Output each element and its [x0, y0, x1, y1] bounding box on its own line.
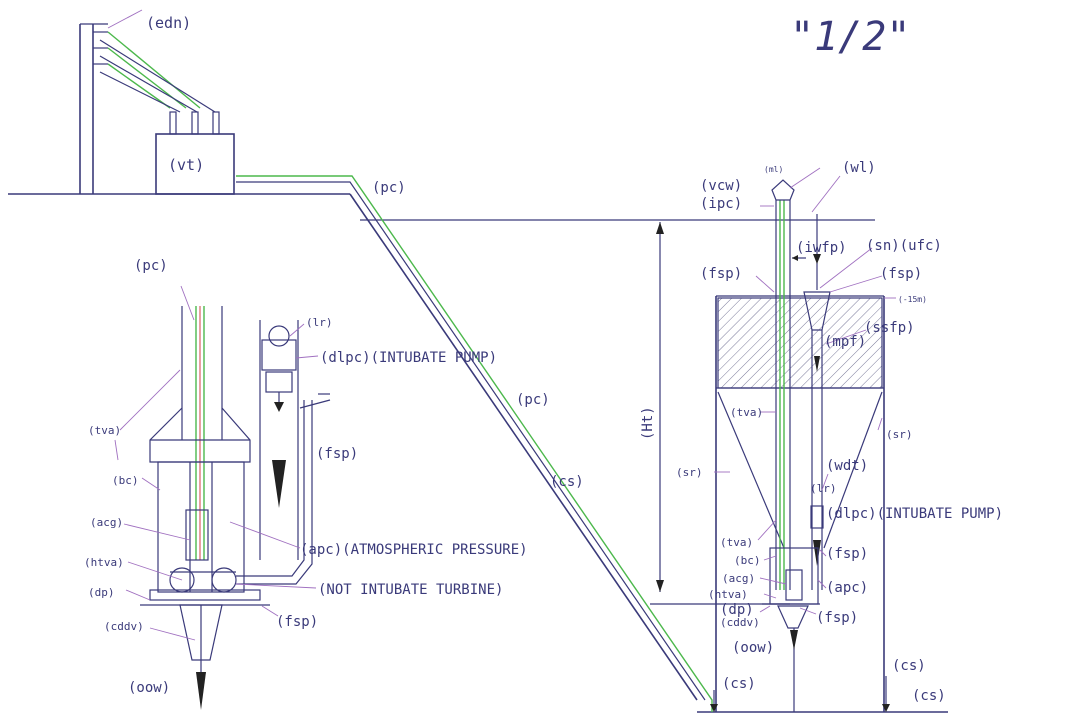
label-dp-left: (dp) — [88, 586, 115, 599]
label-cs-r1: (cs) — [722, 676, 756, 692]
label-ml: (ml) — [764, 165, 783, 174]
label-pc-left: (pc) — [134, 258, 168, 274]
label-lr-right: (lr) — [810, 482, 837, 495]
label-edn: (edn) — [146, 14, 191, 32]
label-cddv-left: (cddv) — [104, 620, 144, 633]
label-vcw: (vcw) — [700, 178, 742, 194]
label-mpf: (mpf) — [824, 334, 866, 350]
label-ssfp: (ssfp) — [864, 320, 915, 336]
label-sn-ufc: (sn)(ufc) — [866, 238, 942, 254]
label-bc-r: (bc) — [734, 554, 761, 567]
label-iwfp: (iwfp) — [796, 240, 847, 256]
label-cs-r3: (cs) — [912, 688, 946, 704]
label-ipc: (ipc) — [700, 196, 742, 212]
label-bc-left: (bc) — [112, 474, 139, 487]
label-htva-left: (htva) — [84, 556, 124, 569]
label-wdt: (wdt) — [826, 458, 868, 474]
label-not-intubate: (NOT INTUBATE TURBINE) — [318, 582, 503, 598]
right-detail-shaft — [650, 167, 896, 712]
label-tva-r2: (tva) — [720, 536, 753, 549]
label-acg-r: (acg) — [722, 572, 755, 585]
labels: (edn) (vt) (pc) (pc) (pc) (cs) (lr) (dlp… — [84, 14, 1003, 704]
label-fsp-r2: (fsp) — [880, 266, 922, 282]
label-minus15: (-15m) — [898, 295, 927, 304]
label-tva-left: (tva) — [88, 424, 121, 437]
label-cs-slope: (cs) — [550, 474, 584, 490]
label-apc-r: (apc) — [826, 580, 868, 596]
label-dlpc-right: (dlpc)(INTUBATE PUMP) — [826, 506, 1003, 522]
label-cs-r2: (cs) — [892, 658, 926, 674]
label-fsp-left2: (fsp) — [276, 614, 318, 630]
label-fsp-r3: (fsp) — [826, 546, 868, 562]
label-ht: (Ht) — [640, 406, 656, 440]
label-tva-r1: (tva) — [730, 406, 763, 419]
label-pc-top: (pc) — [372, 180, 406, 196]
label-apc-left: (apc)(ATMOSPHERIC PRESSURE) — [300, 542, 528, 558]
figure-title: "1/2" — [790, 14, 910, 60]
label-sr-right: (sr) — [886, 428, 913, 441]
label-acg-left: (acg) — [90, 516, 123, 529]
label-fsp-r1: (fsp) — [700, 266, 742, 282]
label-oow-r: (oow) — [732, 640, 774, 656]
label-fsp-r4: (fsp) — [816, 610, 858, 626]
label-htva-r: (htva) — [708, 588, 748, 601]
label-vt: (vt) — [168, 156, 204, 174]
left-detail-turbine — [114, 285, 331, 710]
label-pc-mid: (pc) — [516, 392, 550, 408]
label-fsp-left1: (fsp) — [316, 446, 358, 462]
label-cddv-r: (cddv) — [720, 616, 760, 629]
label-lr-left: (lr) — [306, 316, 333, 329]
label-wl: (wl) — [842, 160, 876, 176]
label-dlpc-left: (dlpc)(INTUBATE PUMP) — [320, 350, 497, 366]
label-oow-left: (oow) — [128, 680, 170, 696]
label-dp-r: (dp) — [720, 602, 754, 618]
label-sr-left: (sr) — [676, 466, 703, 479]
